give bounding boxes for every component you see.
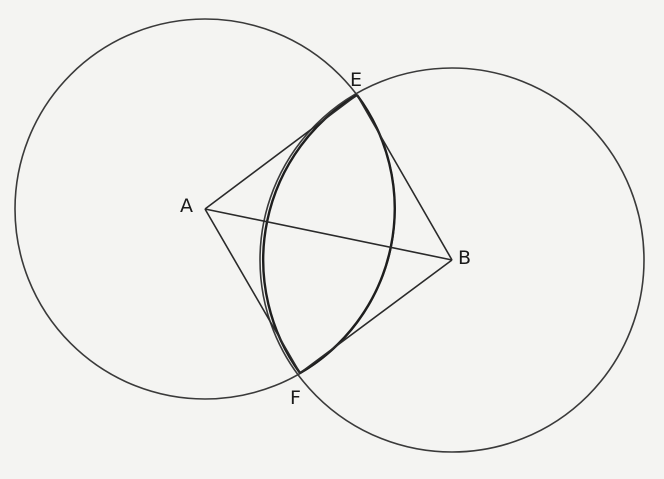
label-point-b: B <box>458 247 471 269</box>
label-point-a: A <box>180 195 193 217</box>
segment-eb <box>356 94 453 261</box>
label-point-e: E <box>350 69 362 91</box>
label-point-f: F <box>290 387 301 409</box>
segment-ae <box>204 94 358 210</box>
segment-af <box>204 208 301 374</box>
circle-centered-b <box>259 67 645 453</box>
segment-ab <box>204 208 453 261</box>
segment-fb <box>299 259 453 374</box>
